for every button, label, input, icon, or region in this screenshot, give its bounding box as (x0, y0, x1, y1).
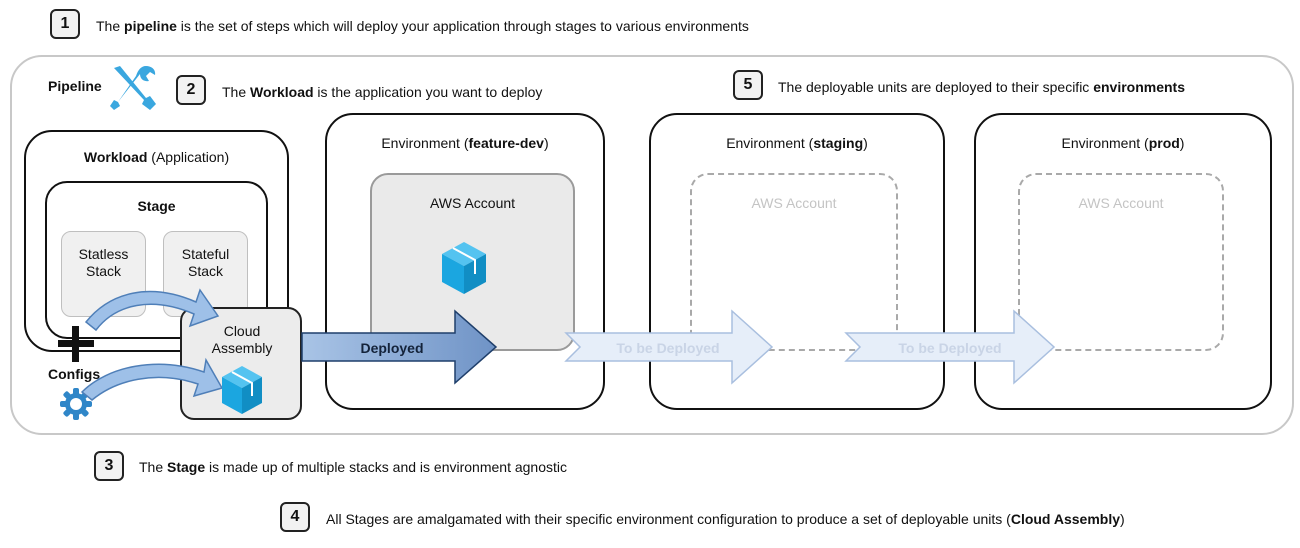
cloud-assembly-label: Cloud Assembly (211, 323, 273, 356)
pending-arrow-prod (844, 309, 1056, 385)
configs-label: Configs (48, 366, 101, 382)
step-1-badge: 1 (50, 9, 80, 39)
aws-account-prod: AWS Account (1018, 173, 1224, 351)
cube-icon-cloud-assembly (222, 366, 262, 414)
aws-account-label: AWS Account (429, 195, 516, 211)
curve-arrow-stage (84, 288, 220, 332)
workload-title: Workload (Application) (83, 149, 230, 165)
gear-icon (60, 388, 92, 420)
step-5-badge: 5 (733, 70, 763, 100)
aws-account-label: AWS Account (1078, 195, 1164, 211)
aws-account-staging: AWS Account (690, 173, 898, 351)
step-3-text: The Stage is made up of multiple stacks … (139, 459, 567, 475)
step-4-text: All Stages are amalgamated with their sp… (326, 511, 1125, 527)
pipeline-label: Pipeline (48, 78, 102, 94)
pipeline-container (10, 55, 1294, 435)
step-1-text: The pipeline is the set of steps which w… (96, 18, 749, 34)
step-3-badge: 3 (94, 451, 124, 481)
step-4-badge: 4 (280, 502, 310, 532)
deployed-label: Deployed (360, 340, 423, 356)
step-2-text: The Workload is the application you want… (222, 84, 543, 100)
pending-arrow-staging (564, 309, 774, 385)
aws-account-label: AWS Account (751, 195, 837, 211)
env-title: Environment (staging) (726, 135, 868, 151)
env-title: Environment (feature-dev) (381, 135, 549, 151)
plus-icon (58, 326, 94, 362)
cube-icon-aws-account (442, 242, 486, 294)
env-title: Environment (prod) (1061, 135, 1185, 151)
pending-label-prod: To be Deployed (898, 340, 1001, 356)
stage-title: Stage (137, 198, 176, 214)
pending-label-staging: To be Deployed (616, 340, 719, 356)
tools-icon (110, 66, 156, 110)
step-2-badge: 2 (176, 75, 206, 105)
deployed-arrow (301, 309, 498, 385)
curve-arrow-configs (80, 357, 224, 401)
step-5-text: The deployable units are deployed to the… (778, 79, 1186, 95)
